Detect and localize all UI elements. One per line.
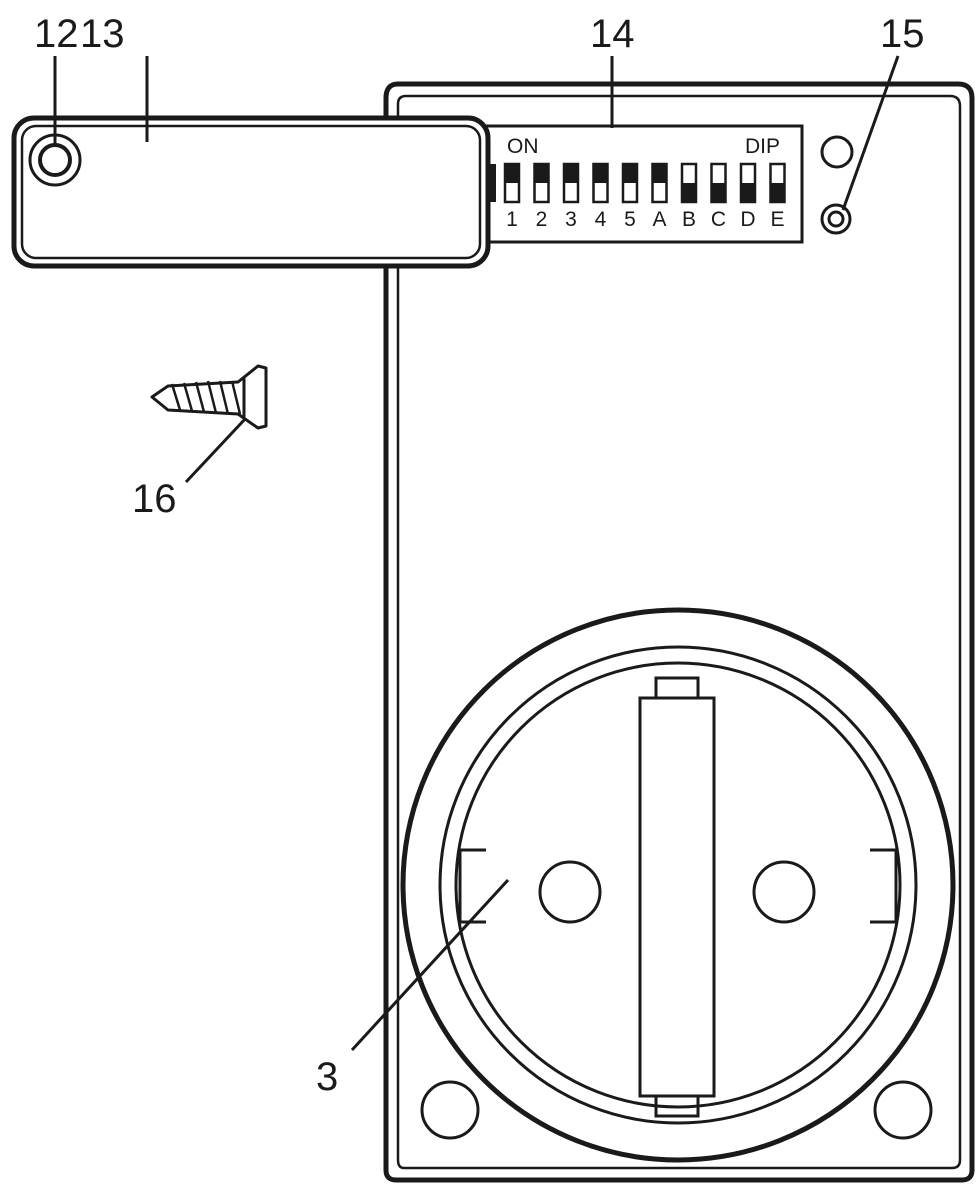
dip-switch-label: D [740,208,755,231]
dip-switch-partial [488,164,496,202]
callout-12: 12 [34,12,79,56]
dip-switch-knob [652,164,667,183]
callout-15: 15 [880,12,925,56]
screw-icon [150,364,268,430]
leader-3 [350,878,510,1052]
dip-switch-label: 4 [595,208,607,231]
dip-switch-label: B [682,208,696,231]
mount-hole-bottom-left [420,1080,480,1140]
callout-14: 14 [590,12,635,56]
dip-switch-label: E [770,208,784,231]
callout-13: 13 [80,12,125,56]
leader-15 [841,55,900,211]
socket-pin-hole-left [538,860,602,924]
dip-switch-label: 2 [536,208,548,231]
leader-16 [184,416,248,484]
dip-switch-knob [770,183,785,202]
dip-switch-label: A [652,208,666,231]
housing [383,81,975,1183]
dip-dip-label: DIP [745,135,780,158]
leader-lines [53,55,900,1052]
dip-switch-label: 1 [506,208,518,231]
callout-16: 16 [132,477,177,521]
dip-switch-knob [534,164,549,183]
dip-switch-knob [593,164,608,183]
dip-switch-knob [711,183,726,202]
dip-on-label: ON [507,135,539,158]
dip-switch-knob [682,183,696,202]
mount-hole-bottom-right [873,1080,933,1140]
dip-switch-knob [741,183,755,202]
dip-switch-knob [505,164,519,183]
socket-pin-hole-right [752,860,816,924]
led-indicator [820,203,852,235]
cover-plate [11,115,491,269]
dip-switch-label: C [711,208,726,231]
dip-switch-knob [564,164,578,183]
callout-3: 3 [316,1055,338,1099]
socket-outlet [400,607,956,1163]
dip-switch-label: 3 [565,208,577,231]
dip-switch-knob [623,164,637,183]
dip-switch-label: 5 [624,208,636,231]
